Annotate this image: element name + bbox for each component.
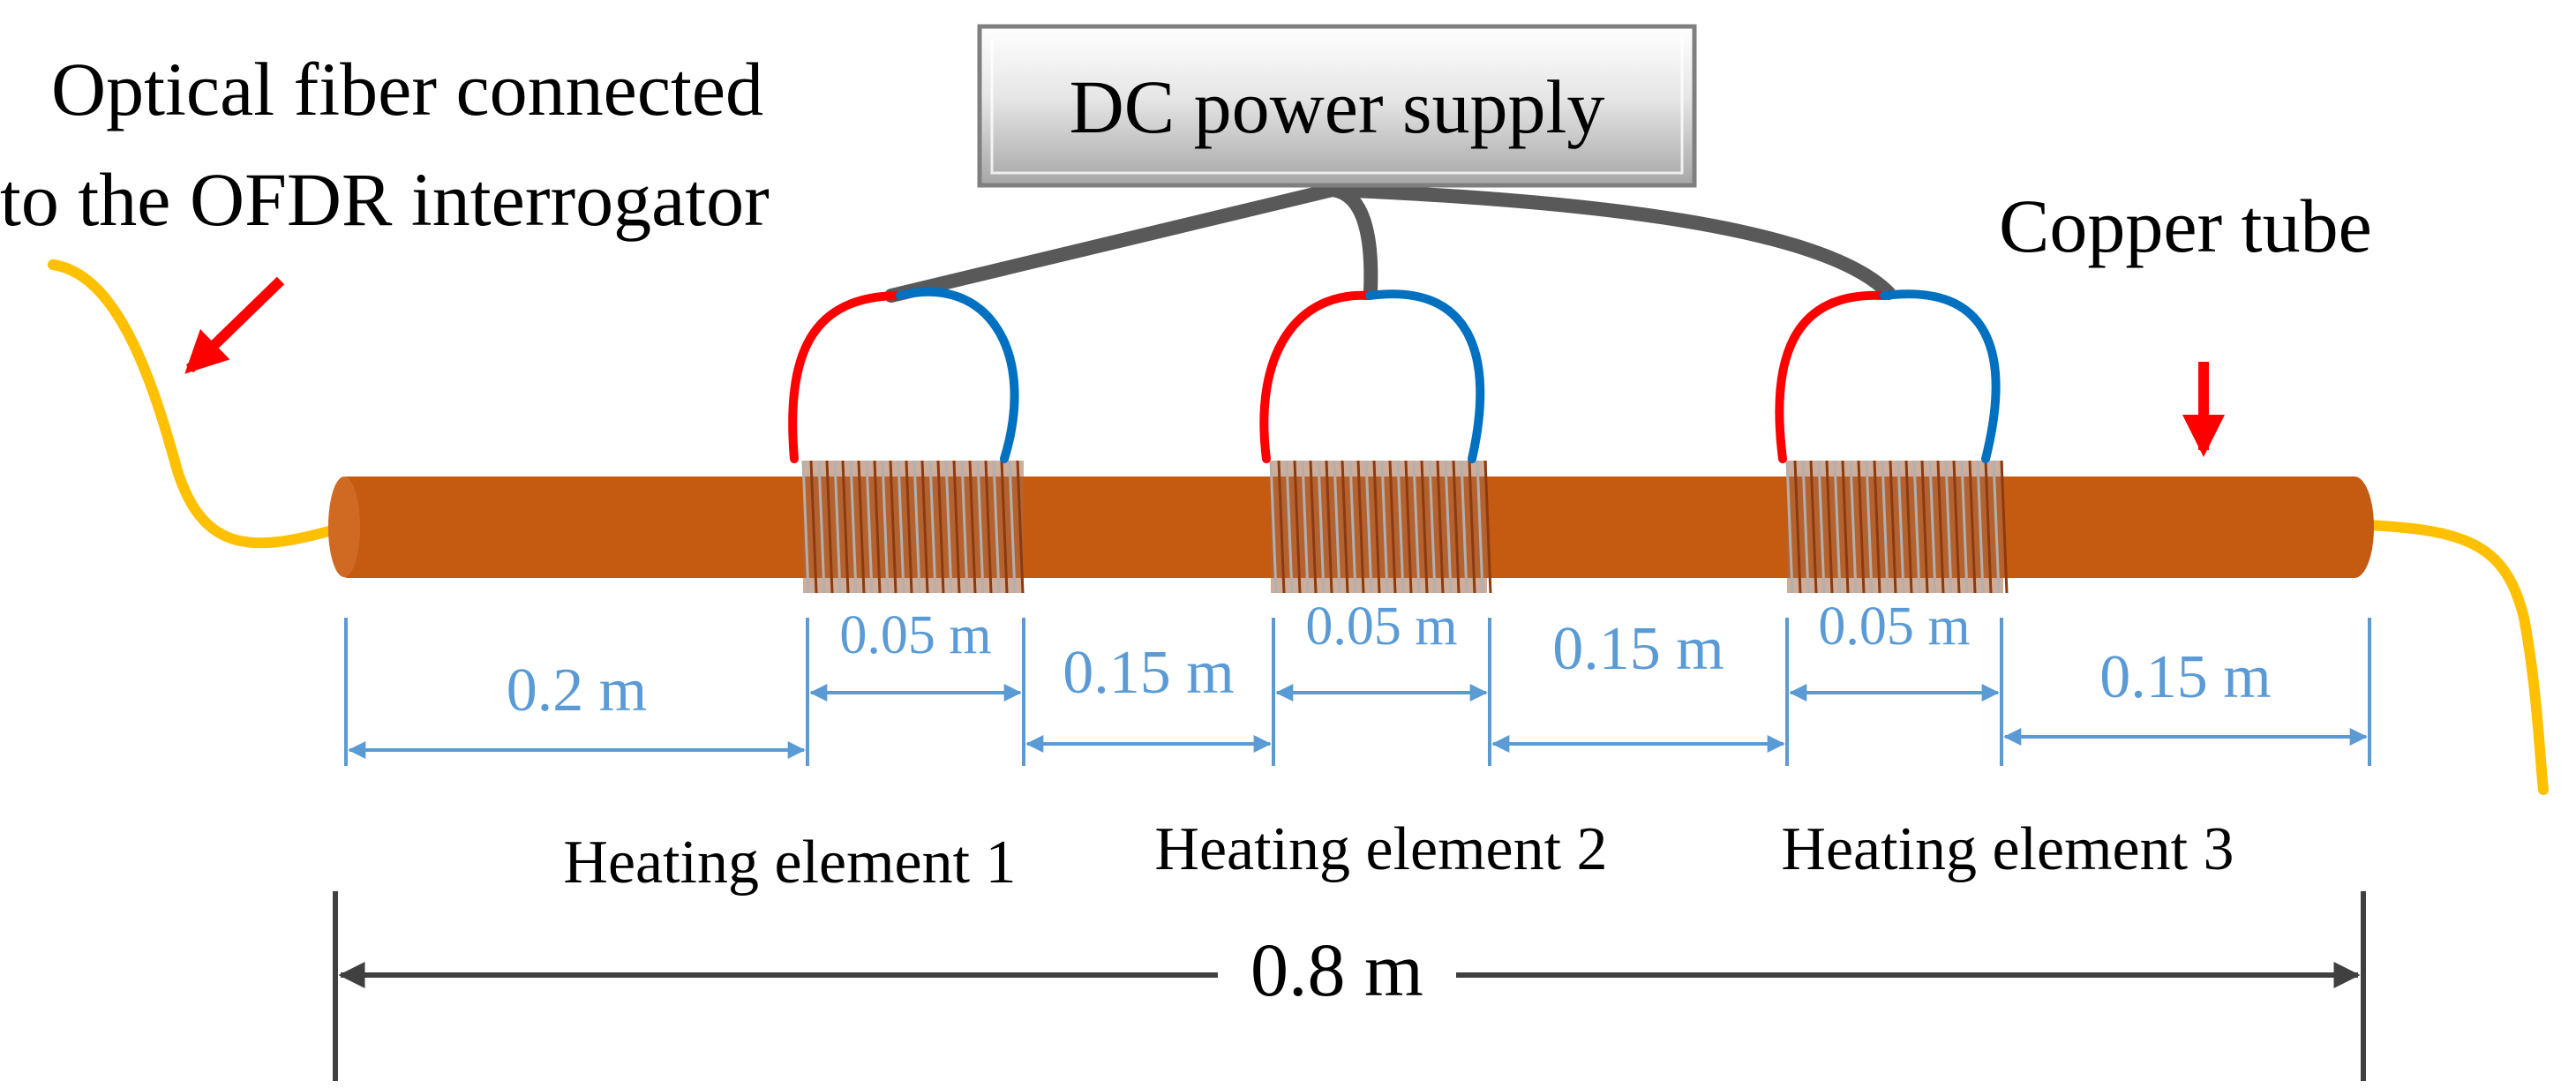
segment-5-label: 0.15 m [1552, 615, 1724, 683]
total-length-label: 0.8 m [1250, 927, 1423, 1012]
heater-2-negative-wire [1365, 289, 1485, 463]
segment-dimensions: 0.2 m 0.05 m 0.15 m 0.05 m 0.15 m 0.05 m 0.15 … [344, 597, 2371, 766]
segment-1-label: 0.2 m [507, 657, 647, 724]
heater-3-negative-wire [1880, 289, 2001, 463]
lead-wire-1 [884, 183, 1340, 303]
tube-left-end [328, 476, 360, 577]
copper-tube-label: Copper tube [1999, 184, 2372, 268]
heater-1-label: Heating element 1 [563, 829, 1016, 897]
lead-wire-2 [1326, 183, 1378, 298]
fiber-label-line2: to the OFDR interrogator [0, 157, 770, 242]
optical-fiber-right [2360, 520, 2549, 795]
heater-2-positive-wire [1259, 290, 1374, 463]
segment-3-label: 0.15 m [1063, 639, 1234, 707]
segment-2-label: 0.05 m [839, 605, 991, 665]
heater-1-positive-wire [788, 291, 905, 463]
heater-1-negative-wire [896, 287, 1019, 463]
fiber-pointer-arrow [184, 276, 285, 374]
segment-4-label: 0.05 m [1305, 597, 1457, 657]
segment-7-label: 0.15 m [2099, 643, 2271, 711]
segment-6-label: 0.05 m [1818, 597, 1970, 657]
heater-3-positive-wire [1775, 290, 1889, 463]
power-supply-label: DC power supply [1070, 64, 1605, 149]
optical-fiber-left [48, 259, 341, 549]
fiber-label-line1: Optical fiber connected [51, 47, 763, 131]
power-supply-box [977, 24, 1697, 188]
heater-3-label: Heating element 3 [1781, 815, 2234, 883]
lead-wire-3 [1326, 183, 1896, 300]
heating-coils [801, 460, 2009, 594]
heater-2-label: Heating element 2 [1154, 815, 1607, 883]
